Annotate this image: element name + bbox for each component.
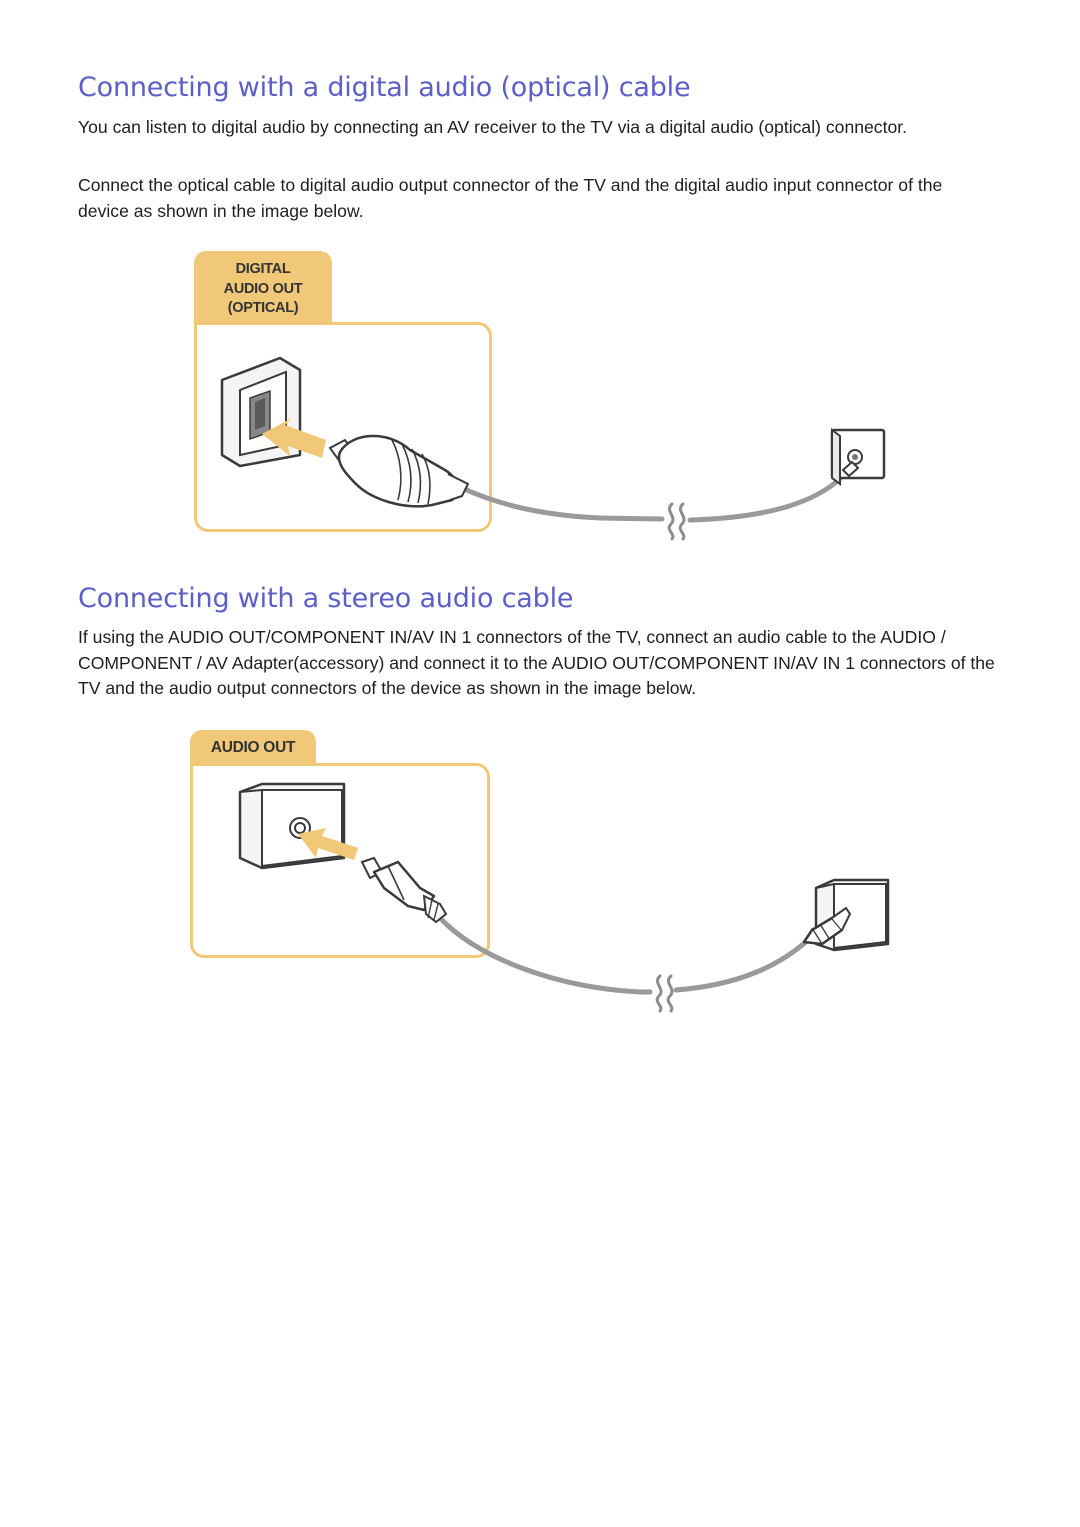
section-heading-optical: Connecting with a digital audio (optical… bbox=[78, 72, 691, 103]
mini-jack-plug-icon bbox=[360, 856, 448, 924]
audio-jack-port-icon bbox=[238, 782, 346, 870]
cable-break-icon bbox=[655, 974, 674, 1013]
stereo-cable bbox=[437, 915, 811, 995]
optical-cable bbox=[459, 467, 851, 523]
optical-label-line: (OPTICAL) bbox=[227, 300, 299, 316]
optical-port-label: DIGITAL AUDIO OUT (OPTICAL) bbox=[194, 251, 332, 331]
section-heading-stereo: Connecting with a stereo audio cable bbox=[78, 583, 574, 614]
cable-break-icon bbox=[667, 502, 686, 541]
audio-out-label-line: AUDIO OUT bbox=[210, 739, 296, 756]
optical-plug-icon bbox=[328, 434, 470, 508]
paragraph-stereo-instructions: If using the AUDIO OUT/COMPONENT IN/AV I… bbox=[78, 627, 995, 698]
paragraph-optical-instructions: Connect the optical cable to digital aud… bbox=[78, 175, 943, 221]
paragraph-optical-intro: You can listen to digital audio by conne… bbox=[78, 117, 908, 137]
optical-label-line: AUDIO OUT bbox=[223, 280, 303, 297]
insert-arrow-icon bbox=[298, 828, 358, 860]
wall-socket-icon bbox=[830, 428, 886, 486]
mini-jack-plug-icon bbox=[802, 906, 852, 946]
optical-label-line: DIGITAL bbox=[235, 261, 291, 277]
insert-arrow-icon bbox=[262, 418, 326, 458]
